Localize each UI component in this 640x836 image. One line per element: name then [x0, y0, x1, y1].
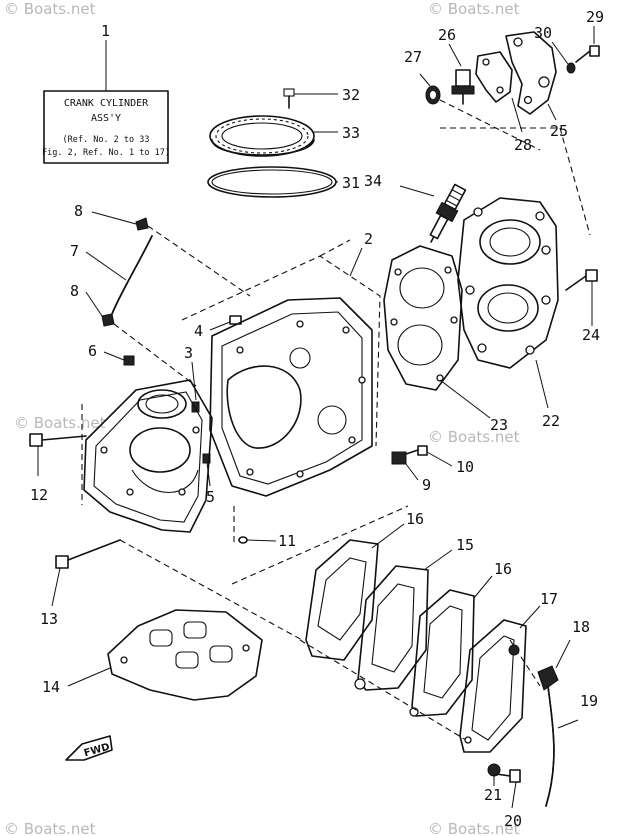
watermark-top-left: © Boats.net — [4, 0, 96, 18]
callout-13: 13 — [40, 610, 58, 628]
callout-1: 1 — [101, 22, 110, 40]
part-31-gasket — [207, 166, 338, 198]
callout-24: 24 — [582, 326, 600, 344]
part-10-bolt — [405, 445, 453, 467]
part-24-bolt — [565, 269, 598, 326]
fwd-arrow-tag: FWD — [65, 735, 113, 761]
callout-14: 14 — [42, 678, 60, 696]
assembly-ref-2: Fig. 2, Ref. No. 1 to 17) — [42, 148, 170, 158]
part-2-crankcase — [209, 247, 373, 497]
callout-30: 30 — [534, 24, 552, 42]
callout-5: 5 — [206, 488, 215, 506]
callout-27: 27 — [404, 48, 422, 66]
part-23-head-gasket — [383, 245, 491, 419]
callout-15: 15 — [456, 536, 474, 554]
callout-12: 12 — [30, 486, 48, 504]
part-13-bolt — [51, 539, 121, 607]
part-14-gasket — [67, 609, 263, 701]
part-34-spark-plug — [399, 183, 467, 243]
assembly-subtitle: ASS'Y — [91, 113, 121, 124]
callout-31: 31 — [342, 174, 360, 192]
callout-6: 6 — [88, 342, 97, 360]
callout-7: 7 — [70, 242, 79, 260]
callout-8-upper: 8 — [74, 202, 83, 220]
callout-18: 18 — [572, 618, 590, 636]
callout-11: 11 — [278, 532, 296, 550]
part-33-cover — [209, 115, 338, 157]
watermark-bottom-right: © Boats.net — [428, 820, 520, 836]
callout-16-lower: 16 — [494, 560, 512, 578]
watermark-mid-left: © Boats.net — [14, 414, 106, 432]
callout-25: 25 — [550, 122, 568, 140]
callout-33: 33 — [342, 124, 360, 142]
callout-17: 17 — [540, 590, 558, 608]
callout-23: 23 — [490, 416, 508, 434]
callout-labels: 1 2 3 4 5 6 7 8 8 9 10 11 12 13 14 15 16… — [30, 8, 604, 830]
assembly-note-box: CRANK CYLINDER ASS'Y (Ref. No. 2 to 33 F… — [42, 40, 170, 164]
part-22-cylinder-head — [457, 197, 559, 409]
callout-28: 28 — [514, 136, 532, 154]
callout-2: 2 — [364, 230, 373, 248]
callout-16-upper: 16 — [406, 510, 424, 528]
part-17-outer-cover — [459, 605, 541, 753]
thermostat-group — [419, 26, 600, 236]
callout-3: 3 — [184, 344, 193, 362]
callout-34: 34 — [364, 172, 382, 190]
fwd-label: FWD — [83, 742, 111, 760]
part-12-bolt — [29, 433, 87, 476]
part-9-fitting — [391, 451, 419, 481]
callout-20: 20 — [504, 812, 522, 830]
part-8-clip-upper — [91, 211, 149, 231]
callout-9: 9 — [422, 476, 431, 494]
part-cylinder-block — [83, 379, 213, 533]
callout-32: 32 — [342, 86, 360, 104]
callout-19: 19 — [580, 692, 598, 710]
callout-8-lower: 8 — [70, 282, 79, 300]
part-19-hose — [545, 685, 579, 807]
callout-10: 10 — [456, 458, 474, 476]
part-32-bolt — [283, 88, 338, 109]
callout-26: 26 — [438, 26, 456, 44]
part-15-plate — [354, 549, 453, 691]
callout-29: 29 — [586, 8, 604, 26]
callout-21: 21 — [484, 786, 502, 804]
part-4-dowel — [209, 315, 242, 331]
part-8-clip-lower — [85, 291, 115, 327]
watermark-top-right: © Boats.net — [428, 0, 520, 18]
part-16-gasket-upper — [305, 523, 405, 661]
part-3-pin — [191, 361, 200, 413]
watermark-bottom-left: © Boats.net — [4, 820, 96, 836]
assembly-ref-1: (Ref. No. 2 to 33 — [63, 135, 150, 145]
part-7-hose — [85, 235, 153, 315]
assembly-title: CRANK CYLINDER — [64, 98, 149, 109]
part-21-washer — [487, 763, 501, 786]
part-6-fitting — [103, 351, 135, 366]
part-11-plug — [233, 506, 277, 546]
callout-4: 4 — [194, 322, 203, 340]
watermark-mid-right: © Boats.net — [428, 428, 520, 446]
part-20-bolt — [495, 769, 521, 809]
part-18-fitting — [537, 639, 571, 691]
callout-22: 22 — [542, 412, 560, 430]
part-16-gasket-lower — [409, 575, 493, 717]
